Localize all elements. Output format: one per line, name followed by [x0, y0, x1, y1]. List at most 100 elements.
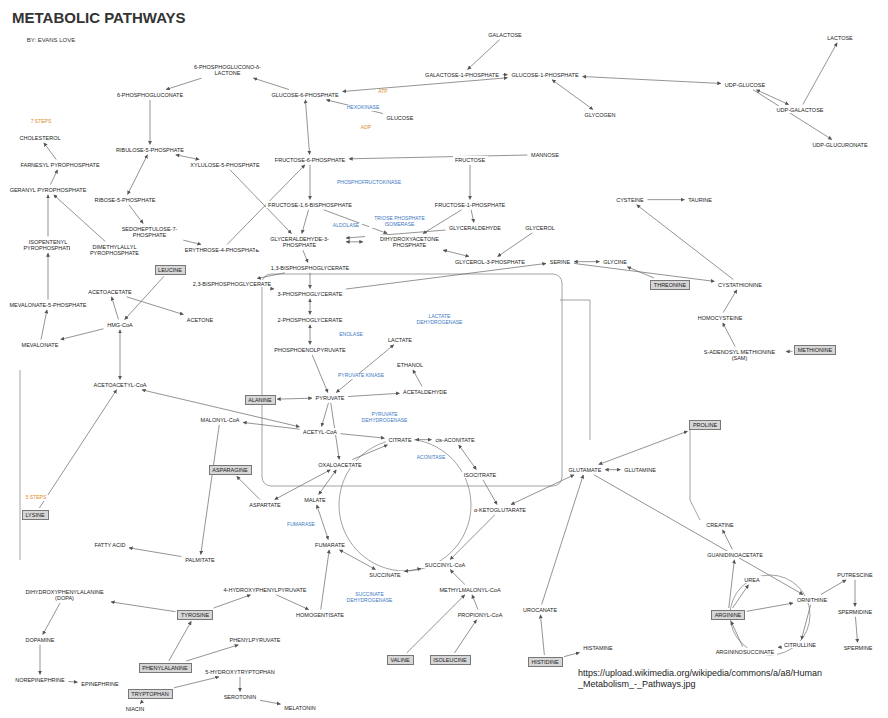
reaction-arrow: [778, 647, 780, 648]
metabolite-name: FARNESYL PYROPHOSPHATE: [20, 162, 101, 168]
metabolite-name: GLYCOGEN: [584, 112, 616, 118]
metabolite-name: LACTATE: [388, 337, 413, 343]
metabolite-node: PYRUVATE: [314, 394, 347, 401]
metabolite-node: PHOSPHOENOLPYRUVATE: [272, 346, 348, 353]
enzyme-label: ACONITASE: [414, 455, 448, 461]
metabolite-name: MEVALONATE: [21, 342, 59, 348]
amino-acid-box: THREONINE: [650, 280, 690, 290]
reaction-arrow: [416, 439, 432, 440]
metabolite-node: CITRATE: [386, 436, 414, 443]
reaction-arrow: [503, 74, 508, 75]
reaction-arrow: [317, 505, 329, 540]
reaction-arrow: [470, 165, 471, 200]
metabolite-node: ACETONE: [185, 316, 216, 323]
metabolite-name: RIBULOSE-5-PHOSPHATE: [115, 147, 185, 153]
metabolite-node: CITRULLINE: [782, 641, 819, 648]
metabolite-name: PROLINE: [692, 422, 718, 428]
enzyme-label: LACTATE DEHYDROGENASE: [408, 314, 472, 326]
metabolite-name: RIBOSE-5-PHOSPHATE: [94, 197, 157, 203]
metabolite-name: SUCCINYL-CoA: [424, 562, 466, 568]
metabolite-node: RIBULOSE-5-PHOSPHATE: [114, 146, 187, 153]
amino-acid-box: METHIONINE: [794, 345, 836, 355]
metabolite-name: GLUCOSE-1-PHOSPHATE: [511, 72, 580, 78]
metabolite-node: ARGININOSUCCINATE: [714, 648, 777, 655]
metabolite-node: SEDOHEPTULOSE-7-PHOSPHATE: [105, 225, 195, 239]
amino-acid-box: LYSINE: [22, 510, 49, 520]
reaction-arrow: [731, 621, 743, 646]
metabolite-name: ACETOACETYL-CoA: [93, 382, 147, 388]
metabolite-name: GLUCOSE: [386, 115, 414, 121]
metabolite-node: 2,3-BISPHOSPHOGLYCERATE: [191, 280, 274, 287]
amino-acid-box: ISOLEUCINE: [430, 655, 471, 665]
reaction-arrow: [348, 393, 400, 396]
reaction-arrow: [450, 570, 465, 585]
metabolite-name: ARGININE: [714, 612, 742, 618]
reaction-arrow: [186, 645, 238, 661]
metabolite-name: SERINE: [549, 259, 571, 265]
metabolite-node: SPERMIDINE: [836, 608, 875, 615]
metabolite-node: CREATINE: [704, 521, 736, 528]
metabolite-node: XYLULOSE-5-PHOSPHATE: [188, 161, 262, 168]
reaction-arrow: [648, 199, 685, 200]
metabolite-name: 1,3-BISPHOSPHOGLYCERATE: [270, 265, 350, 271]
metabolite-name: CREATINE: [706, 522, 735, 528]
cofactor-label: ATP: [376, 89, 391, 95]
reaction-arrow: [346, 263, 546, 289]
reaction-arrow: [855, 580, 856, 607]
reaction-arrow: [43, 603, 60, 634]
metabolite-node: DIHYDROXYACETONE PHOSPHATE: [365, 235, 455, 249]
metabolite-node: UDP-GLUCURONATE: [810, 141, 870, 148]
metabolite-name: MEVALONATE-5-PHOSPHATE: [9, 302, 88, 308]
metabolite-name: HOMOGENTISATE: [296, 612, 345, 618]
metabolite-node: FUMARATE: [313, 541, 347, 548]
reaction-arrow: [346, 241, 363, 242]
metabolite-name: VALINE: [390, 657, 411, 663]
reaction-arrow: [214, 595, 251, 608]
metabolite-name: 3-PHOSPHOGLYCERATE: [277, 291, 343, 297]
metabolite-node: cis-ACONITATE: [433, 436, 477, 443]
reaction-arrow: [40, 645, 41, 675]
metabolite-node: GLYCINE: [601, 258, 629, 265]
reaction-arrow: [166, 78, 201, 89]
metabolite-name: FRUCTOSE-1,6-BISPHOSPHATE: [268, 202, 353, 208]
metabolite-node: MANNOSE: [529, 151, 561, 158]
metabolite-name: SPERMINE: [843, 645, 873, 651]
metabolite-node: CYSTEINE: [614, 196, 646, 203]
metabolite-name: TAURINE: [688, 197, 713, 203]
reaction-arrow: [253, 78, 288, 89]
metabolite-name: XYLULOSE-5-PHOSPHATE: [190, 162, 261, 168]
metabolite-name: ERYTHROSE-4-PHOSPHATE: [184, 247, 260, 253]
metabolite-name: PALMITATE: [185, 557, 216, 563]
reaction-arrow: [723, 530, 733, 550]
metabolite-name: LYSINE: [25, 512, 46, 518]
metabolite-name: ASPARTATE: [249, 502, 282, 508]
metabolite-node: GUANIDINOACETATE: [705, 551, 765, 558]
metabolite-node: DIHYDROXYPHENYLALANINE (DOPA): [20, 588, 110, 602]
metabolite-name: CHOLESTEROL: [19, 135, 61, 141]
reaction-arrow: [413, 370, 422, 387]
metabolite-name: ACETALDEHYDE: [403, 389, 448, 395]
metabolite-node: GLYCERALDEHYDE: [447, 224, 503, 231]
metabolite-node: 6-PHOSPHOGLUCONO-δ-LACTONE: [183, 63, 273, 77]
amino-acid-box: PROLINE: [689, 420, 721, 430]
metabolite-name: 6-PHOSPHOGLUCONO-δ-LACTONE: [184, 64, 271, 77]
reaction-arrow: [169, 621, 191, 661]
metabolite-name: UROCANATE: [522, 607, 558, 613]
metabolite-node: ACETOACETATE: [86, 288, 134, 295]
reaction-arrow: [753, 90, 832, 140]
metabolite-name: TRYPTOPHAN: [131, 691, 170, 697]
enzyme-label: TRIOSE PHOSPHATE ISOMERASE: [369, 216, 431, 228]
reaction-arrow: [237, 476, 260, 499]
metabolite-node: SERINE: [548, 258, 573, 265]
metabolite-name: LEUCINE: [158, 267, 183, 273]
metabolite-node: NIACIN: [124, 705, 147, 712]
metabolite-name: GERANYL PYROPHOSPHATE: [9, 187, 87, 193]
metabolite-name: GALACTOSE-1-PHOSPHATE: [425, 72, 500, 78]
reaction-arrow: [855, 617, 857, 643]
reaction-arrow: [312, 355, 328, 393]
reaction-arrow: [498, 233, 533, 257]
reaction-arrow: [302, 210, 309, 234]
reaction-arrow: [243, 422, 300, 429]
reaction-arrow: [443, 250, 469, 256]
metabolite-name: PROPIONYL-CoA: [457, 612, 503, 618]
